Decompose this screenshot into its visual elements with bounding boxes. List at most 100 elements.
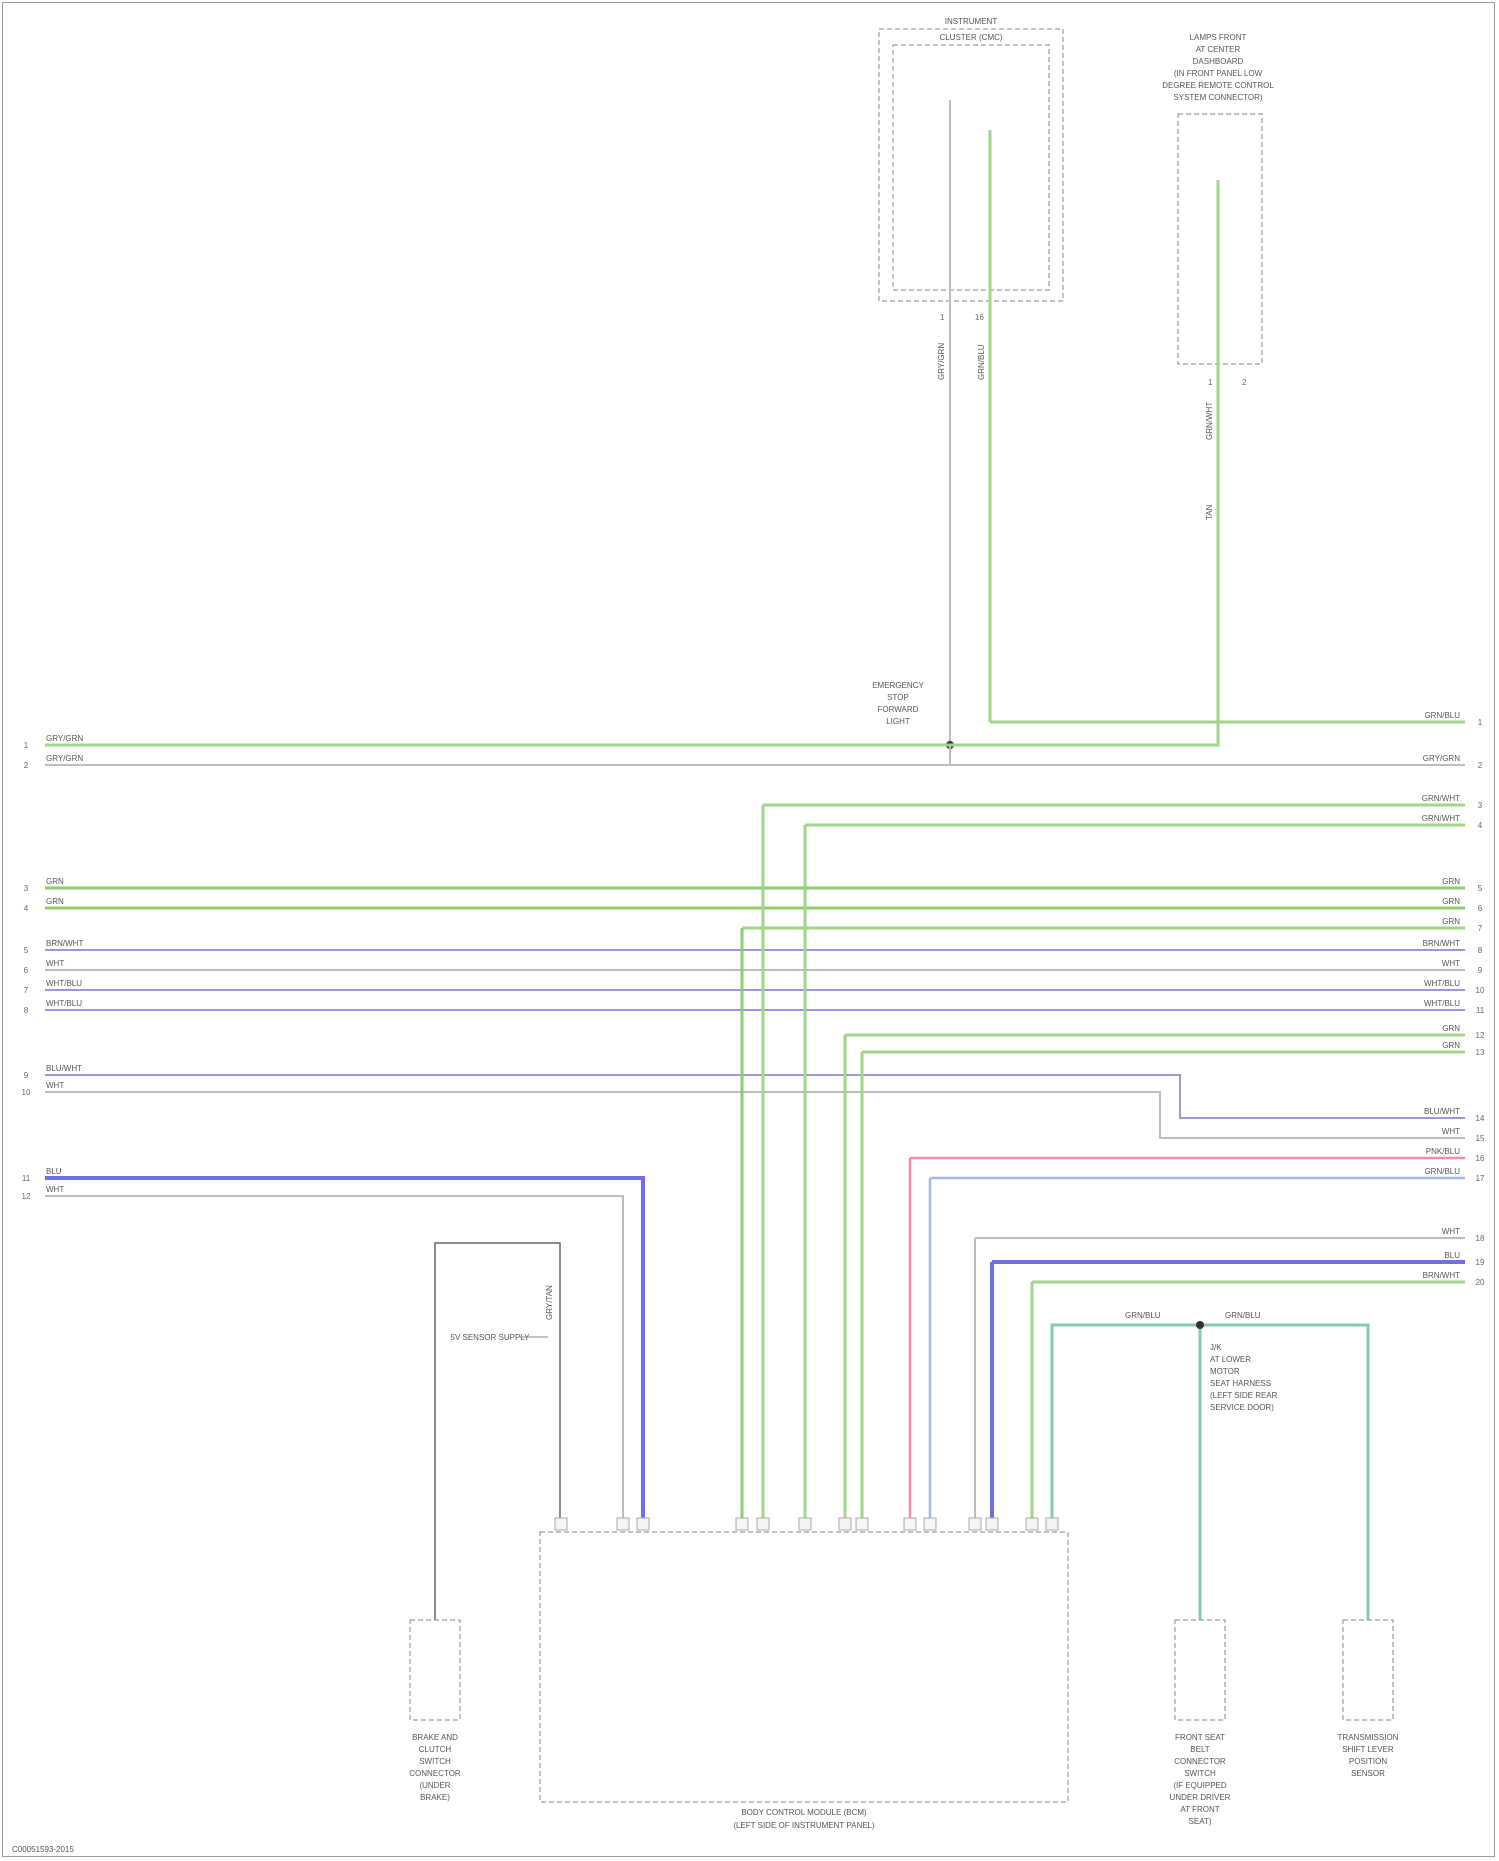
- footer-code: C00051593-2015: [12, 1845, 74, 1854]
- right-pin-7: 7: [1478, 924, 1483, 933]
- right-wire-label-19: BLU: [1444, 1251, 1460, 1260]
- bcm-pin-j: [924, 1518, 936, 1530]
- left-pin-1: 1: [24, 741, 29, 750]
- rs2-title-4: SENSOR: [1351, 1769, 1385, 1778]
- left-pin-12: 12: [22, 1192, 31, 1201]
- relay-wire-label: GRY/TAN: [545, 1285, 554, 1320]
- right-pin-6: 6: [1478, 904, 1483, 913]
- left-pin-7: 7: [24, 986, 29, 995]
- right-wire-label-20: BRN/WHT: [1423, 1271, 1460, 1280]
- left-wire-label-8: WHT/BLU: [46, 999, 82, 1008]
- ls-title-4: CONNECTOR: [409, 1769, 461, 1778]
- bcm-pin-g: [839, 1518, 851, 1530]
- left-wire-label-10: WHT: [46, 1081, 64, 1090]
- seat-belt-switch: FRONT SEAT BELT CONNECTOR SWITCH (IF EQU…: [1170, 1620, 1231, 1826]
- body-control-module: BODY CONTROL MODULE (BCM) (LEFT SIDE OF …: [540, 1532, 1068, 1830]
- brake-clutch-switch: BRAKE AND CLUTCH SWITCH CONNECTOR (UNDER…: [409, 1620, 461, 1802]
- left-wire-label-2: GRY/GRN: [46, 754, 83, 763]
- right-pin-3: 3: [1478, 801, 1483, 810]
- right-wire-label-12: GRN: [1442, 1024, 1460, 1033]
- bcm-pin-k: [969, 1518, 981, 1530]
- rs1-title-4: SWITCH: [1184, 1769, 1216, 1778]
- cluster-pin-right: 16: [975, 313, 984, 322]
- rs1-title-3: CONNECTOR: [1174, 1757, 1226, 1766]
- vlabel-top-d: TAN: [1205, 504, 1214, 520]
- instrument-cluster-module: INSTRUMENT CLUSTER (CMC) 1 16: [879, 17, 1063, 322]
- bsplice-l3: MOTOR: [1210, 1367, 1240, 1376]
- bsplice-l6: SERVICE DOOR): [1210, 1403, 1274, 1412]
- right-pin-16: 16: [1476, 1154, 1485, 1163]
- rs1-title-5: (IF EQUIPPED: [1173, 1781, 1227, 1790]
- right-wire-label-16: PNK/BLU: [1426, 1147, 1460, 1156]
- left-pin-9: 9: [24, 1071, 29, 1080]
- bsplice-l1: J/K: [1210, 1343, 1222, 1352]
- bcm-pin-c: [637, 1518, 649, 1530]
- left-wire-label-7: WHT/BLU: [46, 979, 82, 988]
- right-wire-label-18: WHT: [1442, 1227, 1460, 1236]
- right-wire-label-8: BRN/WHT: [1423, 939, 1460, 948]
- bcm-title-1: BODY CONTROL MODULE (BCM): [741, 1808, 867, 1817]
- left-wire-label-4: GRN: [46, 897, 64, 906]
- relay-note: 5V SENSOR SUPPLY: [451, 1333, 531, 1342]
- ls-title-3: SWITCH: [419, 1757, 451, 1766]
- body-connector-row: [555, 1518, 1058, 1530]
- left-pin-5: 5: [24, 946, 29, 955]
- left-pin-11: 11: [22, 1174, 31, 1183]
- cluster-title-2: CLUSTER (CMC): [939, 33, 1002, 42]
- lamp-title-6: SYSTEM CONNECTOR): [1173, 93, 1263, 102]
- seat-label-b: GRN/BLU: [1225, 1311, 1261, 1320]
- lamp-pin-left: 1: [1208, 378, 1213, 387]
- right-pin-19: 19: [1476, 1258, 1485, 1267]
- lamp-title-5: DEGREE REMOTE CONTROL: [1162, 81, 1274, 90]
- left-wire-label-6: WHT: [46, 959, 64, 968]
- ls-title-5: (UNDER: [419, 1781, 450, 1790]
- right-wire-label-14: BLU/WHT: [1424, 1107, 1460, 1116]
- lamp-title-3: DASHBOARD: [1193, 57, 1244, 66]
- right-wire-label-2: GRY/GRN: [1423, 754, 1460, 763]
- lamp-pin-right: 2: [1242, 378, 1247, 387]
- rs1-title-7: AT FRONT: [1180, 1805, 1219, 1814]
- right-wire-label-4: GRN/WHT: [1422, 814, 1460, 823]
- cluster-title-1: INSTRUMENT: [945, 17, 998, 26]
- right-pin-8: 8: [1478, 946, 1483, 955]
- lamp-title-2: AT CENTER: [1196, 45, 1241, 54]
- right-pin-20: 20: [1476, 1278, 1485, 1287]
- left-pin-2: 2: [24, 761, 29, 770]
- hwire-10: [45, 1092, 1465, 1138]
- right-wire-label-13: GRN: [1442, 1041, 1460, 1050]
- right-pin-11: 11: [1476, 1006, 1485, 1015]
- top-splice: EMERGENCY STOP FORWARD LIGHT: [872, 681, 954, 749]
- right-pin-18: 18: [1476, 1234, 1485, 1243]
- vlabel-top-b: GRN/BLU: [977, 344, 986, 380]
- bcm-title-2: (LEFT SIDE OF INSTRUMENT PANEL): [733, 1821, 875, 1830]
- lamp-title-4: (IN FRONT PANEL LOW: [1174, 69, 1263, 78]
- bcm-pin-a: [555, 1518, 567, 1530]
- right-wire-labels: 1GRN/BLU2GRY/GRN3GRN/WHT4GRN/WHT5GRN6GRN…: [1422, 711, 1485, 1287]
- rs2-title-3: POSITION: [1349, 1757, 1387, 1766]
- left-wire-label-1: GRY/GRN: [46, 734, 83, 743]
- top-splice-l4: LIGHT: [886, 717, 910, 726]
- bottom-splice-label: J/K AT LOWER MOTOR SEAT HARNESS (LEFT SI…: [1210, 1343, 1278, 1412]
- bcm-pin-e: [757, 1518, 769, 1530]
- ls-title-1: BRAKE AND: [412, 1733, 458, 1742]
- rs1-title-2: BELT: [1190, 1745, 1210, 1754]
- bcm-pin-d: [736, 1518, 748, 1530]
- seat-label-a: GRN/BLU: [1125, 1311, 1161, 1320]
- bsplice-l5: (LEFT SIDE REAR: [1210, 1391, 1278, 1400]
- cluster-pin-left: 1: [940, 313, 945, 322]
- right-wire-label-17: GRN/BLU: [1424, 1167, 1460, 1176]
- shift-lever-sensor: TRANSMISSION SHIFT LEVER POSITION SENSOR: [1338, 1620, 1399, 1778]
- bottom-splice-dot: [1196, 1321, 1204, 1329]
- bcm-pin-m: [1026, 1518, 1038, 1530]
- top-splice-l2: STOP: [887, 693, 909, 702]
- hwire-9: [45, 1075, 1465, 1118]
- bcm-pin-h: [856, 1518, 868, 1530]
- right-wire-label-15: WHT: [1442, 1127, 1460, 1136]
- bcm-pin-l: [986, 1518, 998, 1530]
- left-wire-label-12: WHT: [46, 1185, 64, 1194]
- ls-title-6: BRAKE): [420, 1793, 450, 1802]
- right-pin-10: 10: [1476, 986, 1485, 995]
- bsplice-l2: AT LOWER: [1210, 1355, 1251, 1364]
- right-pin-15: 15: [1476, 1134, 1485, 1143]
- right-wire-label-1: GRN/BLU: [1424, 711, 1460, 720]
